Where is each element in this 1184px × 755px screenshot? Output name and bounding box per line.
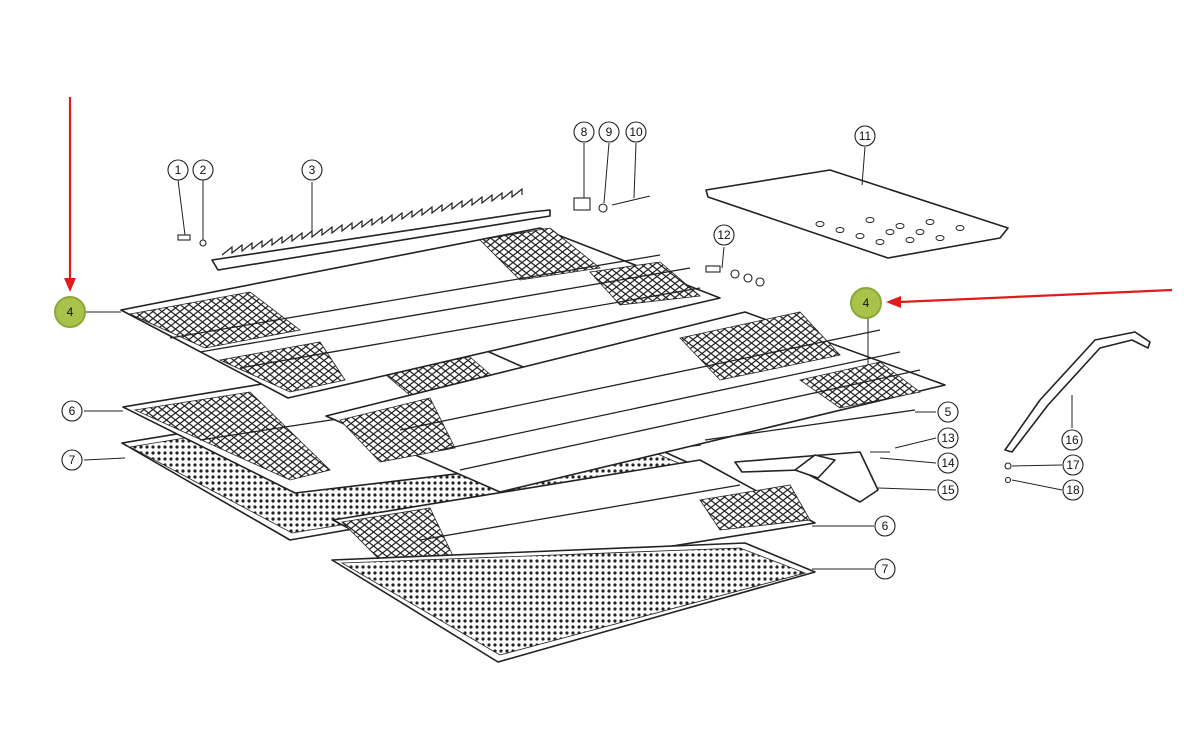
callout-label: 9 xyxy=(606,125,613,139)
callout-label: 4 xyxy=(67,305,74,319)
callout-label: 10 xyxy=(629,125,643,139)
callout: 1 xyxy=(167,159,189,181)
callout-label: 5 xyxy=(945,405,952,419)
sieve-frame-right xyxy=(332,459,816,583)
callout-highlighted: 4 xyxy=(850,287,882,319)
callout: 6 xyxy=(874,515,896,537)
callout-label: 6 xyxy=(882,519,889,533)
upper-sieve-right xyxy=(325,311,946,493)
callout: 9 xyxy=(598,121,620,143)
callout: 3 xyxy=(301,159,323,181)
callout: 8 xyxy=(573,121,595,143)
callout: 10 xyxy=(625,121,647,143)
callout: 13 xyxy=(937,427,959,449)
callout: 16 xyxy=(1061,429,1083,451)
callout: 14 xyxy=(937,452,959,474)
callout-label: 1 xyxy=(175,163,182,177)
red-arrow-right xyxy=(886,288,1173,308)
red-arrow-left xyxy=(64,97,76,292)
callout: 15 xyxy=(937,479,959,501)
upper-sieve-left xyxy=(120,227,721,399)
callout-label: 12 xyxy=(717,228,731,242)
callout-label: 15 xyxy=(941,483,955,497)
callout-label: 3 xyxy=(309,163,316,177)
callout: 2 xyxy=(192,159,214,181)
callout-label: 7 xyxy=(882,562,889,576)
callout-label: 8 xyxy=(581,125,588,139)
callout-label: 18 xyxy=(1066,483,1080,497)
leader-lines xyxy=(83,142,1073,570)
callout-label: 13 xyxy=(941,431,955,445)
callout-label: 4 xyxy=(863,296,870,310)
callout-label: 2 xyxy=(200,163,207,177)
callout: 5 xyxy=(937,401,959,423)
callout-label: 17 xyxy=(1066,458,1080,472)
callout-label: 16 xyxy=(1065,433,1079,447)
bracket-plate xyxy=(704,409,916,503)
callout-highlighted: 4 xyxy=(54,296,86,328)
callout: 6 xyxy=(61,400,83,422)
callout: 7 xyxy=(874,558,896,580)
fasteners xyxy=(177,195,1012,484)
callout-label: 11 xyxy=(859,129,872,143)
toothed-strip xyxy=(211,187,551,271)
callout-label: 14 xyxy=(941,456,955,470)
cover-plate xyxy=(705,169,1009,259)
lever-rod xyxy=(1004,331,1151,453)
callout: 11 xyxy=(854,125,876,147)
callout: 12 xyxy=(713,224,735,246)
callout: 18 xyxy=(1062,479,1084,501)
perforated-sheet-right xyxy=(331,542,816,663)
callout-label: 6 xyxy=(69,404,76,418)
callout: 17 xyxy=(1062,454,1084,476)
callout: 7 xyxy=(61,449,83,471)
callout-label: 7 xyxy=(69,453,76,467)
